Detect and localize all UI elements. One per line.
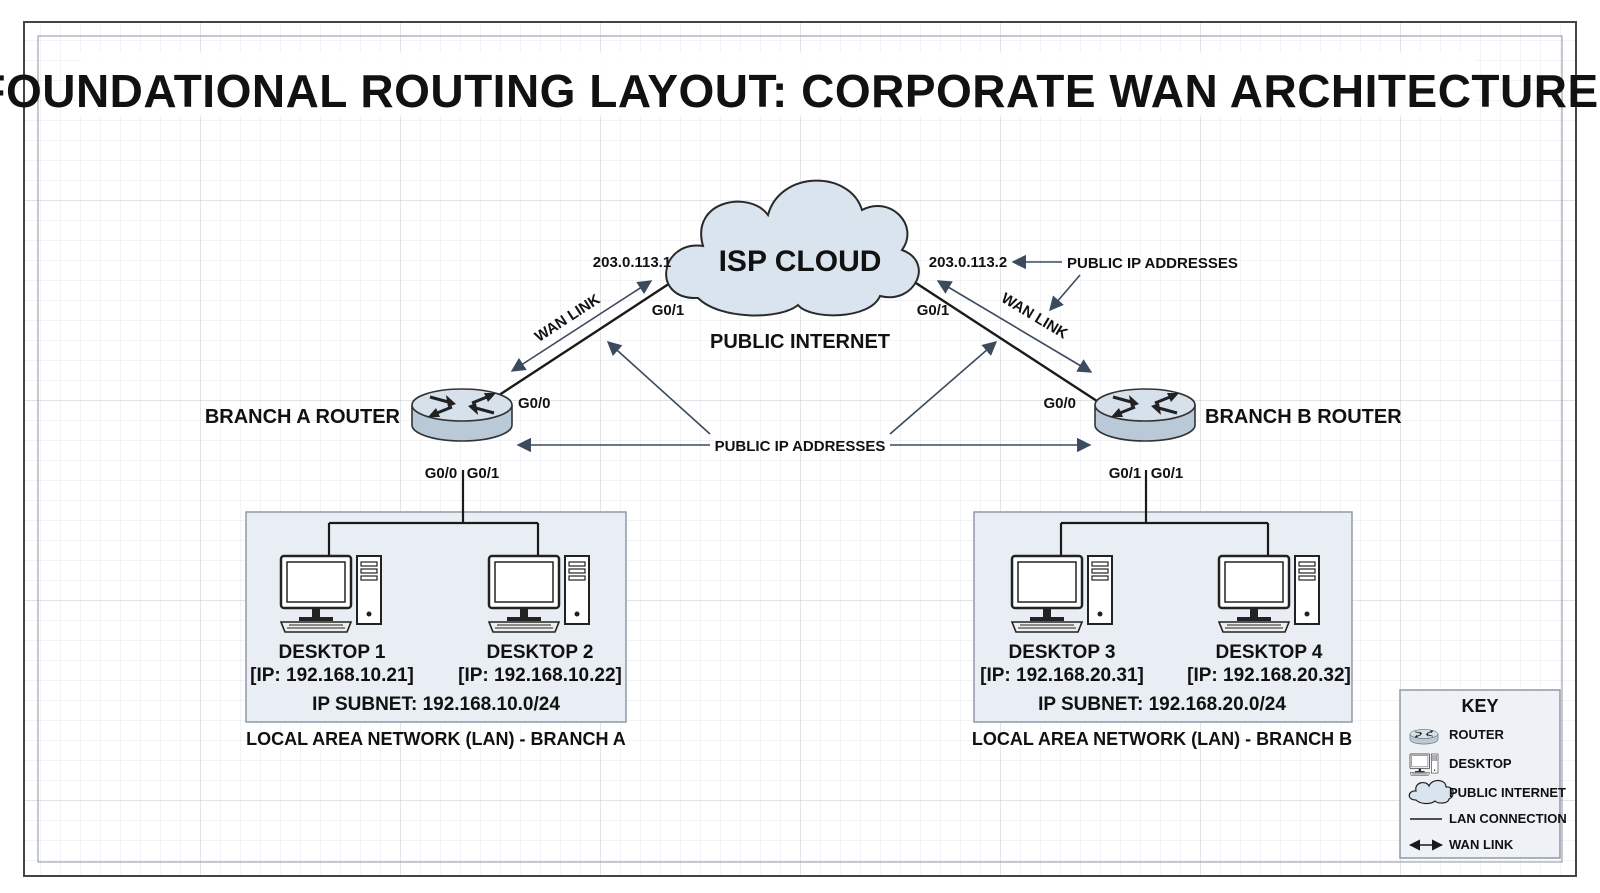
wan-link-arrow-a bbox=[510, 280, 653, 372]
lan-a-label: LOCAL AREA NETWORK (LAN) - BRANCH A bbox=[246, 729, 626, 749]
isp-cloud-icon bbox=[665, 179, 920, 317]
lan-a-subnet: IP SUBNET: 192.168.10.0/24 bbox=[312, 694, 560, 715]
ip-left: 203.0.113.1 bbox=[593, 254, 671, 271]
branch-b-router-label: BRANCH B ROUTER bbox=[1205, 406, 1402, 428]
callout-arrow-up-left bbox=[606, 341, 711, 435]
key-router-icon bbox=[1409, 729, 1439, 745]
diagram-frame bbox=[23, 21, 1577, 877]
legend-key: KEY ROUTER DESKTOP PUBLIC INTERNET LAN C… bbox=[1399, 689, 1567, 859]
cloud-label: ISP CLOUD bbox=[719, 245, 882, 278]
key-cloud-icon bbox=[1408, 779, 1454, 805]
desktop-2-name: DESKTOP 2 bbox=[486, 642, 593, 663]
diagram-title: FOUNDATIONAL ROUTING LAYOUT: CORPORATE W… bbox=[0, 65, 1599, 117]
branch-b-port-bottom-right: G0/1 bbox=[1151, 465, 1184, 482]
public-ip-callout-center: PUBLIC IP ADDRESSES bbox=[715, 438, 886, 455]
branch-a-router-icon bbox=[410, 387, 514, 443]
branch-b-port-bottom-left: G0/1 bbox=[1109, 465, 1142, 482]
lan-b-label: LOCAL AREA NETWORK (LAN) - BRANCH B bbox=[972, 729, 1352, 749]
callout-arrow-up-right bbox=[889, 341, 998, 435]
branch-b-port-top: G0/0 bbox=[1043, 395, 1076, 412]
ip-right: 203.0.113.2 bbox=[929, 254, 1007, 271]
branch-a-port-bottom-right: G0/1 bbox=[467, 465, 500, 482]
cloud-port-right: G0/1 bbox=[917, 302, 950, 319]
desktop-3-name: DESKTOP 3 bbox=[1008, 642, 1115, 663]
desktop-3-ip: [IP: 192.168.20.31] bbox=[980, 665, 1144, 686]
branch-a-port-bottom-left: G0/0 bbox=[425, 465, 458, 482]
branch-a-router-label: BRANCH A ROUTER bbox=[205, 406, 401, 428]
public-ip-callout-top: PUBLIC IP ADDRESSES bbox=[1067, 255, 1238, 272]
lan-b-subnet: IP SUBNET: 192.168.20.0/24 bbox=[1038, 694, 1286, 715]
branch-b-router-icon bbox=[1093, 387, 1197, 443]
branch-a-port-top: G0/0 bbox=[518, 395, 551, 412]
key-title: KEY bbox=[1461, 696, 1498, 716]
desktop-2-ip: [IP: 192.168.10.22] bbox=[458, 665, 622, 686]
cloud-sublabel: PUBLIC INTERNET bbox=[710, 331, 890, 353]
wan-link-arrow-b bbox=[936, 280, 1093, 373]
key-item-desktop: DESKTOP bbox=[1449, 756, 1512, 771]
desktop-1-ip: [IP: 192.168.10.21] bbox=[250, 665, 414, 686]
callout-arrow-top-2 bbox=[1049, 274, 1081, 312]
desktop-4-ip: [IP: 192.168.20.32] bbox=[1187, 665, 1351, 686]
key-item-router: ROUTER bbox=[1449, 727, 1505, 742]
cloud-port-left: G0/1 bbox=[652, 302, 685, 319]
key-item-lan-connection: LAN CONNECTION bbox=[1449, 811, 1567, 826]
desktop-4-name: DESKTOP 4 bbox=[1215, 642, 1322, 663]
key-item-wan-link: WAN LINK bbox=[1449, 837, 1514, 852]
key-item-public-internet: PUBLIC INTERNET bbox=[1449, 785, 1566, 800]
desktop-1-name: DESKTOP 1 bbox=[278, 642, 385, 663]
